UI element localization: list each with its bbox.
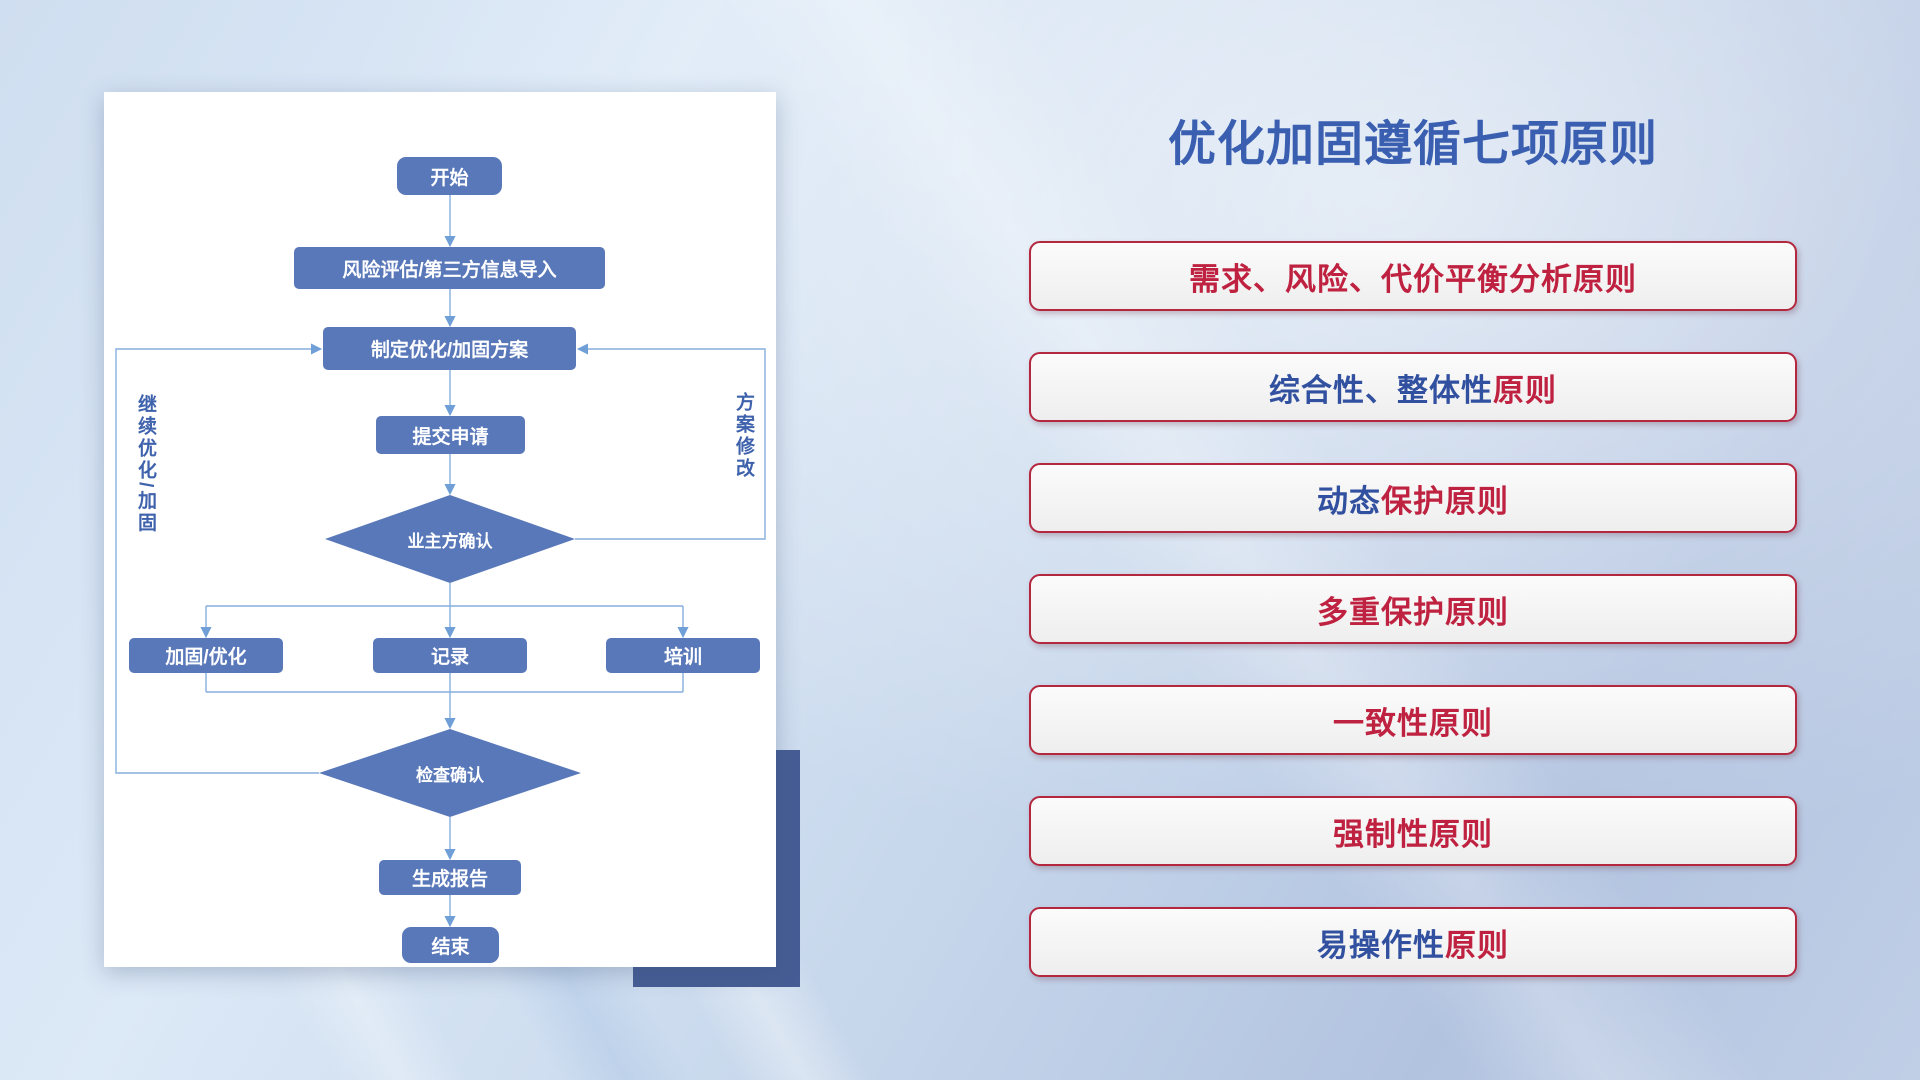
- principles-title: 优化加固遵循七项原则: [1167, 118, 1658, 171]
- left-loop-label: 继续优化/加固: [135, 394, 156, 535]
- flow-node-start: 开始: [397, 157, 502, 195]
- principle-text-segment: 强制性原则: [1333, 816, 1493, 852]
- principle-box: 多重保护原则: [1029, 574, 1797, 644]
- right-loop-label: 方案修改: [733, 392, 754, 480]
- flow-node-plan: 制定优化/加固方案: [323, 327, 576, 370]
- principle-text-segment: 原则: [1445, 927, 1509, 963]
- principle-text-segment: 需求、风险、代价平衡分析原则: [1189, 261, 1637, 297]
- principle-text-segment: 综合性、整体性: [1269, 372, 1493, 408]
- principle-box: 一致性原则: [1029, 685, 1797, 755]
- principle-box: 强制性原则: [1029, 796, 1797, 866]
- principle-box: 动态保护原则: [1029, 463, 1797, 533]
- principle-text-segment: 动态: [1317, 483, 1381, 519]
- principle-box: 需求、风险、代价平衡分析原则: [1029, 241, 1797, 311]
- flow-node-end: 结束: [402, 927, 499, 963]
- principle-text-segment: 多重保护原则: [1317, 594, 1509, 630]
- principles-list: 需求、风险、代价平衡分析原则综合性、整体性原则动态保护原则多重保护原则一致性原则…: [1029, 241, 1797, 977]
- principle-text-segment: 保护原则: [1381, 483, 1509, 519]
- flow-node-risk-import: 风险评估/第三方信息导入: [294, 247, 605, 289]
- flowchart-card: 开始 风险评估/第三方信息导入 制定优化/加固方案 提交申请 业主方确认 加固/…: [104, 92, 776, 967]
- principle-text-segment: 原则: [1493, 372, 1557, 408]
- flow-node-report: 生成报告: [379, 860, 521, 895]
- flow-node-training: 培训: [606, 638, 760, 673]
- flow-connectors: [115, 195, 766, 928]
- principle-text-segment: 一致性原则: [1333, 705, 1493, 741]
- principle-box: 易操作性原则: [1029, 907, 1797, 977]
- flow-node-reinforce: 加固/优化: [129, 638, 283, 673]
- principle-text-segment: 易操作性: [1317, 927, 1445, 963]
- principle-box: 综合性、整体性原则: [1029, 352, 1797, 422]
- flow-node-submit: 提交申请: [376, 416, 525, 454]
- flow-node-record: 记录: [373, 638, 527, 673]
